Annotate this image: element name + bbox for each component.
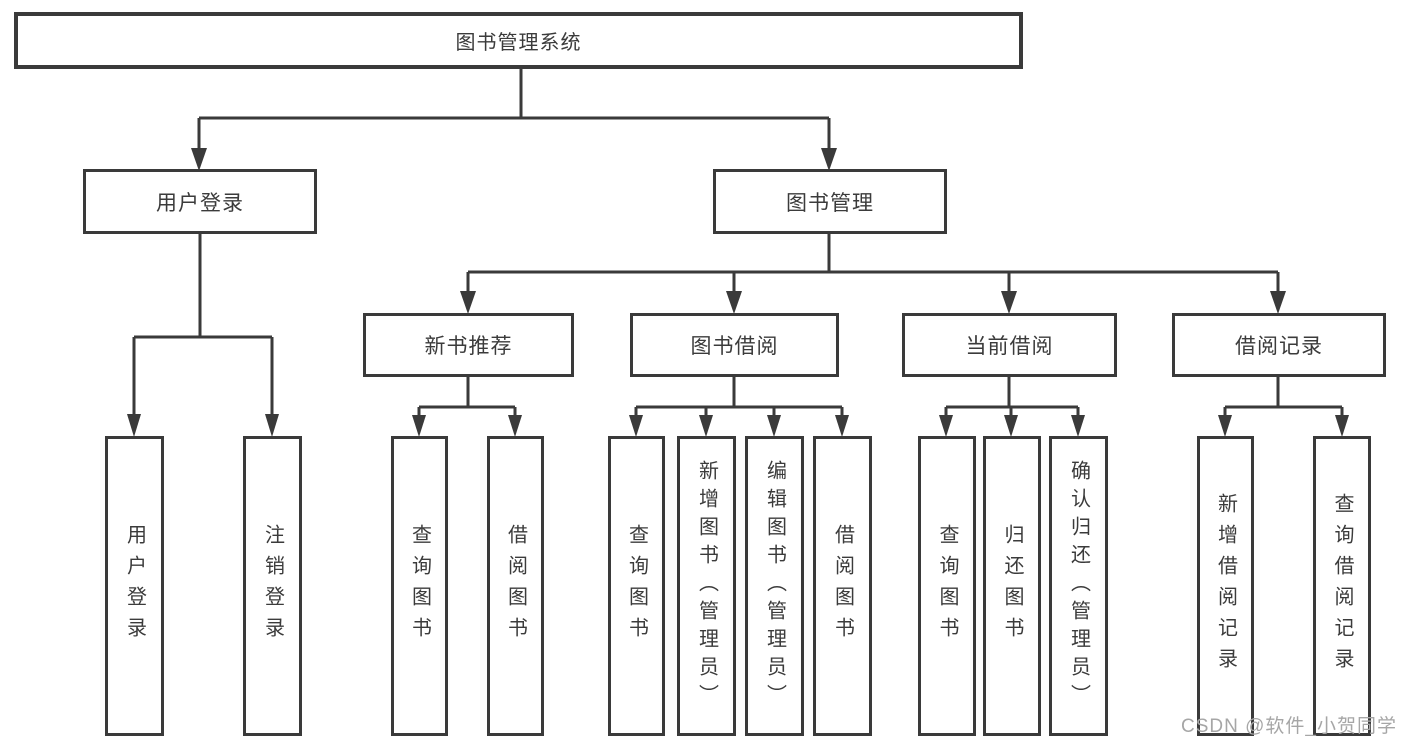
connector-borrow-records [1218,376,1349,437]
leaf-borrow-query-books: 查询图书 [608,436,665,736]
leaf-current-return-books-label: 归还图书 [1001,524,1023,648]
leaf-records-query-record-label: 查询借阅记录 [1331,493,1353,679]
leaf-newbook-query-books: 查询图书 [391,436,448,736]
leaf-borrow-edit-books: 编辑图书（管理员） [745,436,804,736]
leaf-newbook-borrow-books-label: 借阅图书 [504,524,527,648]
leaf-borrow-add-books-label: 新增图书（管理员） [695,460,718,712]
leaf-borrow-borrow-books: 借阅图书 [813,436,872,736]
node-book-management: 图书管理 [713,169,947,234]
connector-root [191,69,837,171]
node-borrow-records: 借阅记录 [1172,313,1386,377]
leaf-logout-label: 注销登录 [261,524,284,648]
leaf-borrow-add-books: 新增图书（管理员） [677,436,736,736]
connector-book-management [460,233,1286,314]
watermark: CSDN @软件_小贺同学 [1181,716,1397,737]
node-user-login: 用户登录 [83,169,317,234]
leaf-borrow-query-books-label: 查询图书 [625,524,648,648]
node-book-borrow: 图书借阅 [630,313,839,377]
connector-new-book-recommend [412,376,522,437]
node-current-borrow: 当前借阅 [902,313,1117,377]
leaf-current-query-books: 查询图书 [918,436,976,736]
leaf-newbook-query-books-label: 查询图书 [408,524,431,648]
connector-user-login [127,233,279,437]
leaf-borrow-edit-books-label: 编辑图书（管理员） [763,460,786,712]
leaf-user-login-label: 用户登录 [123,524,146,648]
node-new-book-recommend: 新书推荐 [363,313,574,377]
leaf-records-query-record: 查询借阅记录 [1313,436,1371,736]
leaf-records-add-record-label: 新增借阅记录 [1214,493,1237,679]
leaf-current-confirm-return: 确认归还（管理员） [1049,436,1108,736]
connector-current-borrow [939,376,1085,437]
leaf-records-add-record: 新增借阅记录 [1197,436,1254,736]
leaf-newbook-borrow-books: 借阅图书 [487,436,544,736]
leaf-borrow-borrow-books-label: 借阅图书 [831,524,854,648]
leaf-current-query-books-label: 查询图书 [936,524,958,648]
leaf-user-login: 用户登录 [105,436,164,736]
node-root: 图书管理系统 [14,12,1023,69]
connector-book-borrow [629,376,849,437]
leaf-current-confirm-return-label: 确认归还（管理员） [1067,460,1090,712]
leaf-current-return-books: 归还图书 [983,436,1041,736]
leaf-logout: 注销登录 [243,436,302,736]
